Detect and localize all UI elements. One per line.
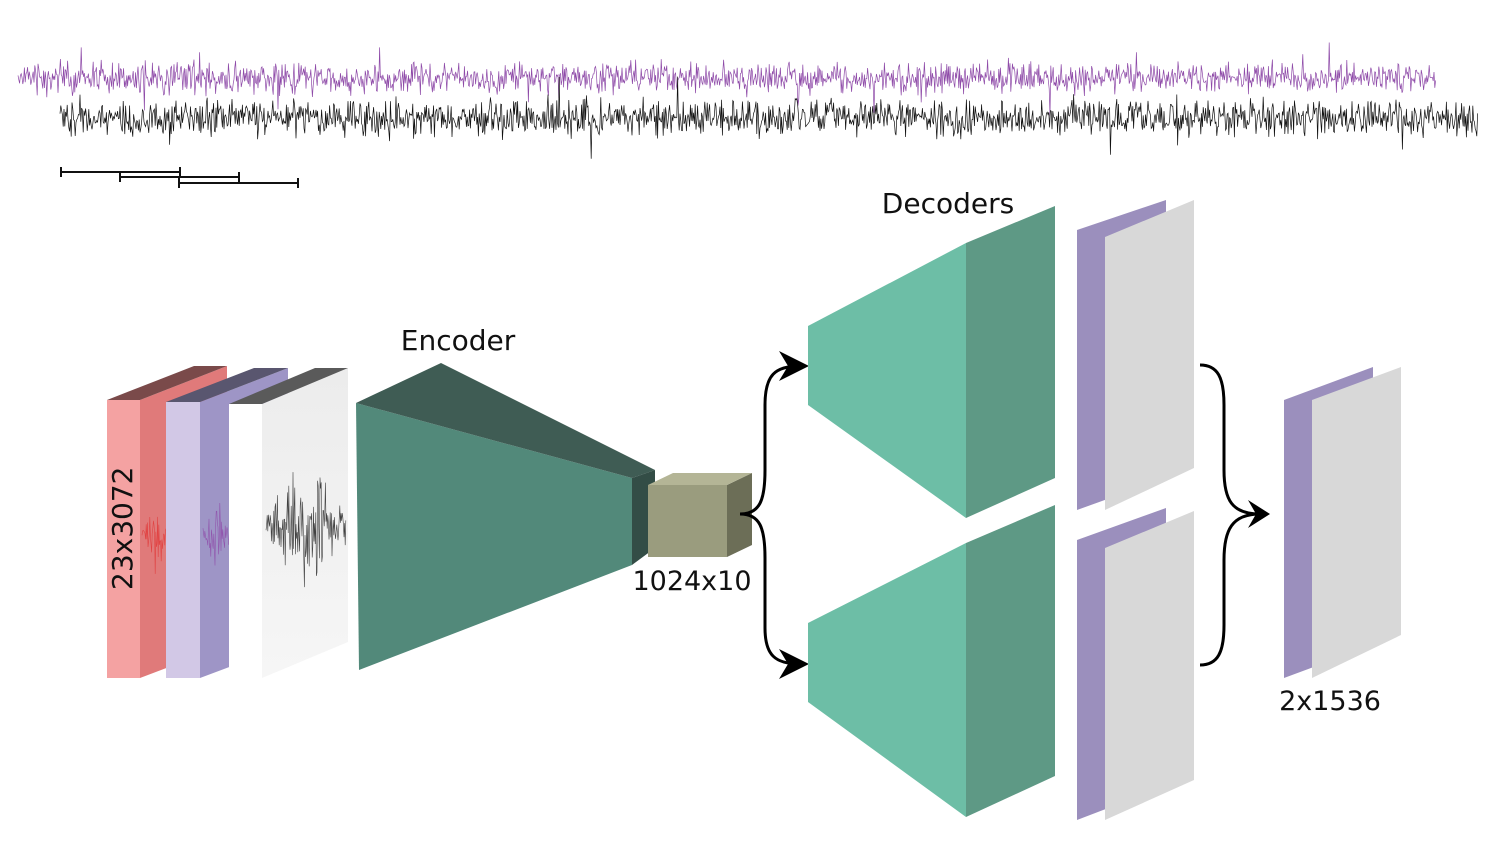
purple-signal-burst <box>202 502 230 566</box>
input-stack: 23x3072 <box>106 366 348 678</box>
gray-burst-path <box>265 472 347 588</box>
latent-cube: 1024x10 <box>632 473 752 597</box>
window-bar-2 <box>119 172 240 182</box>
eeg-signal-strip <box>17 42 1478 159</box>
arrow-to-decoder-2 <box>739 512 809 679</box>
encoder-block: Encoder <box>356 324 655 670</box>
window-bar-3 <box>178 178 299 188</box>
encoder-label: Encoder <box>401 324 516 357</box>
black-trace-path <box>59 76 1478 159</box>
decoder-1-output <box>1077 200 1194 510</box>
sliding-window-bars <box>60 167 299 188</box>
red-burst-path <box>141 516 169 574</box>
merge-arrow <box>1199 363 1270 667</box>
decoder-2 <box>808 505 1055 817</box>
decoder-1 <box>808 206 1055 518</box>
purple-burst-path <box>202 502 230 566</box>
purple-signal-trace <box>17 42 1436 117</box>
output-shape-label: 2x1536 <box>1279 686 1381 717</box>
arrow-to-decoder-1 <box>739 351 809 516</box>
gray-input-slab <box>229 368 348 678</box>
final-output: 2x1536 <box>1279 367 1401 717</box>
latent-shape-label: 1024x10 <box>632 566 751 597</box>
purple-trace-path <box>17 42 1436 117</box>
red-signal-burst <box>141 516 169 574</box>
decoder-2-output <box>1077 508 1194 820</box>
split-arrows <box>739 351 809 679</box>
gray-signal-burst <box>265 472 347 588</box>
decoders-label: Decoders <box>882 187 1014 220</box>
black-signal-trace <box>59 76 1478 159</box>
input-shape-label: 23x3072 <box>106 467 139 590</box>
